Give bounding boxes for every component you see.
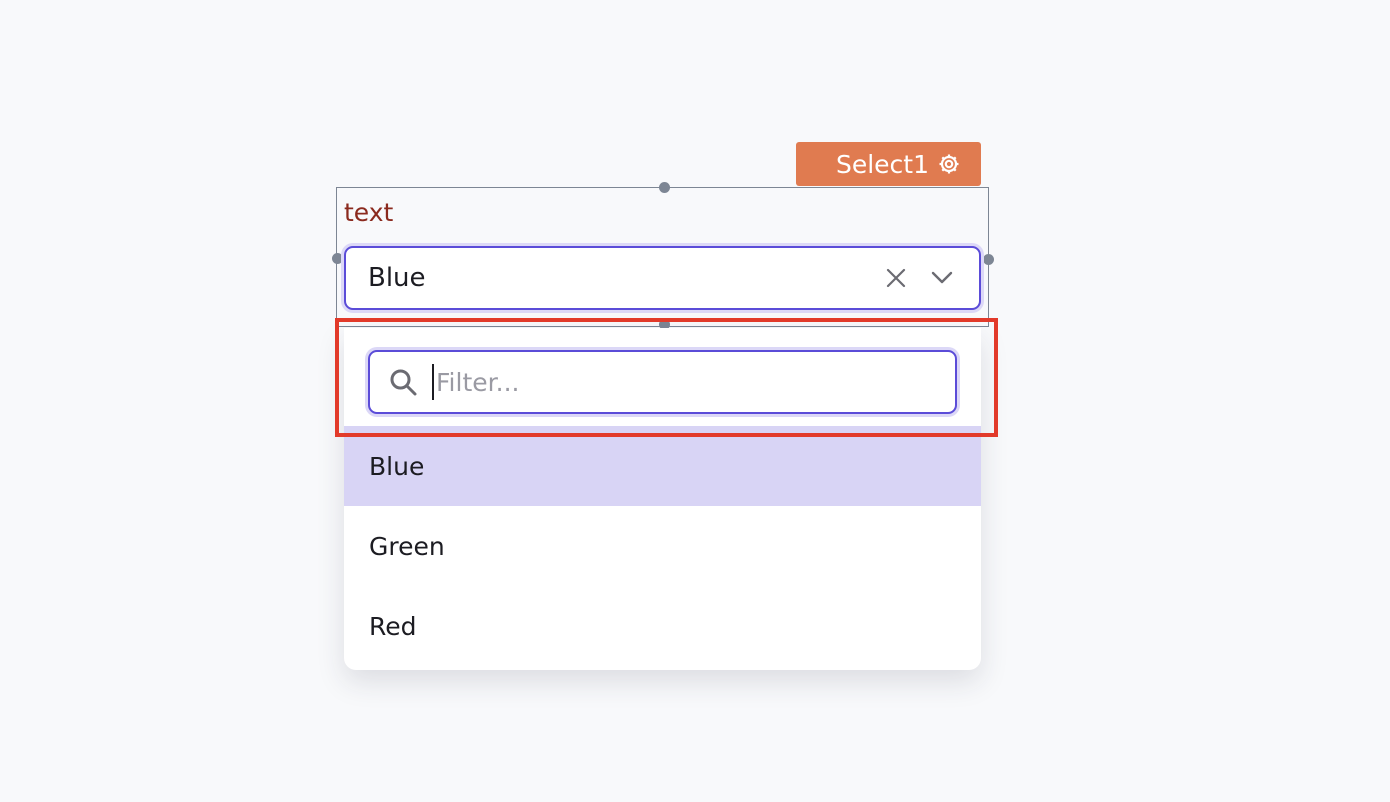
select-value: Blue (368, 263, 426, 293)
text-cursor (432, 364, 434, 400)
widget-name: Select1 (835, 149, 929, 179)
select-control[interactable]: Blue (344, 246, 981, 310)
search-icon (388, 367, 418, 397)
resize-handle-right[interactable] (983, 254, 994, 265)
resize-handle-bottom[interactable] (659, 319, 670, 330)
options-list: Blue Green Red (344, 426, 981, 666)
widget-name-tag[interactable]: Select1 (796, 142, 981, 186)
option-red[interactable]: Red (369, 611, 417, 641)
option-blue[interactable]: Blue (344, 426, 981, 506)
filter-input[interactable] (436, 367, 955, 397)
chevron-down-icon[interactable] (931, 271, 953, 285)
close-icon[interactable] (885, 267, 907, 289)
resize-handle-left[interactable] (332, 253, 343, 264)
highlight-annotation (335, 318, 998, 437)
resize-handle-top[interactable] (659, 182, 670, 193)
gear-icon[interactable] (937, 152, 961, 176)
filter-field[interactable] (368, 350, 957, 414)
dropdown-menu: Blue Green Red (344, 328, 981, 670)
option-green[interactable]: Green (369, 531, 445, 561)
field-label: text (344, 198, 394, 227)
